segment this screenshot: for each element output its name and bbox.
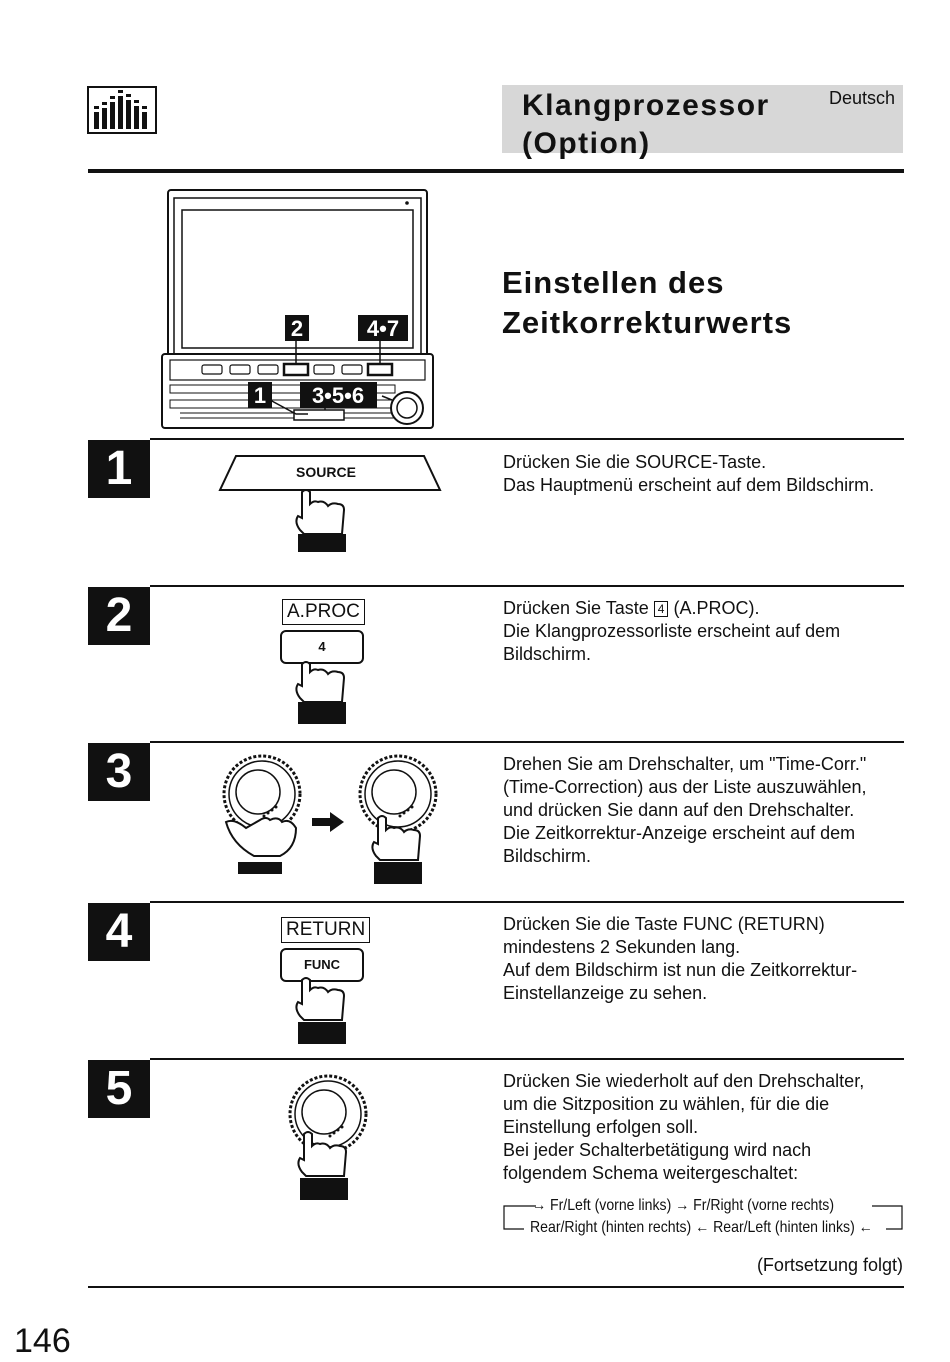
step-5-divider xyxy=(150,1058,904,1060)
pointing-hand-icon xyxy=(295,661,346,724)
subsection-title: Einstellen des Zeitkorrekturwerts xyxy=(502,265,793,340)
seat-position-sequence: → Fr/Left (vorne links) → Fr/Right (vorn… xyxy=(502,1197,904,1239)
func-button-illustration: FUNC xyxy=(280,948,364,1044)
step-1-divider xyxy=(150,438,904,440)
section-title: Klangprozessor (Option) xyxy=(522,89,770,160)
step-1-number: 1 xyxy=(88,440,150,498)
step-2-number: 2 xyxy=(88,587,150,645)
continued-note: (Fortsetzung folgt) xyxy=(756,1255,903,1275)
step-3-text: Drehen Sie am Drehschalter, um "Time-Cor… xyxy=(503,754,867,866)
language-label: Deutsch xyxy=(828,88,895,108)
pointing-hand-icon xyxy=(297,1131,348,1200)
step-2-text: Drücken Sie Taste 4 (A.PROC). Die Klangp… xyxy=(503,598,841,664)
step-2-divider xyxy=(150,585,904,587)
rotary-knob-icon xyxy=(358,754,438,834)
step-4-divider xyxy=(150,901,904,903)
arrow-right-icon xyxy=(312,812,344,832)
callout-1: 1 xyxy=(254,383,266,408)
step-3-divider xyxy=(150,741,904,743)
callout-2: 2 xyxy=(291,316,303,341)
cycle-bracket-icon xyxy=(503,1205,903,1230)
button-4-illustration: 4 xyxy=(280,630,364,724)
step-4-text: Drücken Sie die Taste FUNC (RETURN) mind… xyxy=(503,914,858,1003)
equalizer-icon xyxy=(87,86,157,134)
knob-press-illustration xyxy=(288,1074,368,1200)
footer-divider xyxy=(88,1286,904,1288)
step-5-number: 5 xyxy=(88,1060,150,1118)
section-title-box: Klangprozessor (Option) Deutsch xyxy=(502,85,903,160)
rotary-knob-illustration xyxy=(222,754,438,884)
grabbing-hand-icon xyxy=(224,817,298,874)
key-4-icon: 4 xyxy=(653,601,669,617)
callout-3-5-6: 3•5•6 xyxy=(312,383,364,408)
pointing-hand-icon xyxy=(295,489,346,552)
pointing-hand-icon xyxy=(295,977,346,1044)
source-button-label: SOURCE xyxy=(296,464,356,480)
head-unit-illustration: 2 4•7 1 3•5•6 xyxy=(161,189,434,429)
page-number: 146 xyxy=(14,1322,71,1360)
step-5-text: Drücken Sie wiederholt auf den Drehschal… xyxy=(503,1071,865,1183)
header-divider xyxy=(88,169,904,173)
pointing-hand-icon xyxy=(371,815,422,884)
button-4-label: 4 xyxy=(318,639,326,654)
rotary-knob-icon xyxy=(222,754,302,834)
func-button-label: FUNC xyxy=(304,957,341,972)
aproc-label: A.PROC xyxy=(282,599,365,625)
step-1-text: Drücken Sie die SOURCE-Taste. Das Hauptm… xyxy=(503,452,875,495)
sequence-line-2: Rear/Right (hinten rechts) ← Rear/Left (… xyxy=(530,1219,873,1236)
step-4-number: 4 xyxy=(88,903,150,961)
sequence-line-1: → Fr/Left (vorne links) → Fr/Right (vorn… xyxy=(532,1197,835,1214)
rotary-knob-icon xyxy=(288,1074,368,1154)
source-button-illustration: SOURCE xyxy=(218,455,442,552)
return-label: RETURN xyxy=(281,917,371,943)
callout-4-7: 4•7 xyxy=(367,316,399,341)
step-3-number: 3 xyxy=(88,743,150,801)
